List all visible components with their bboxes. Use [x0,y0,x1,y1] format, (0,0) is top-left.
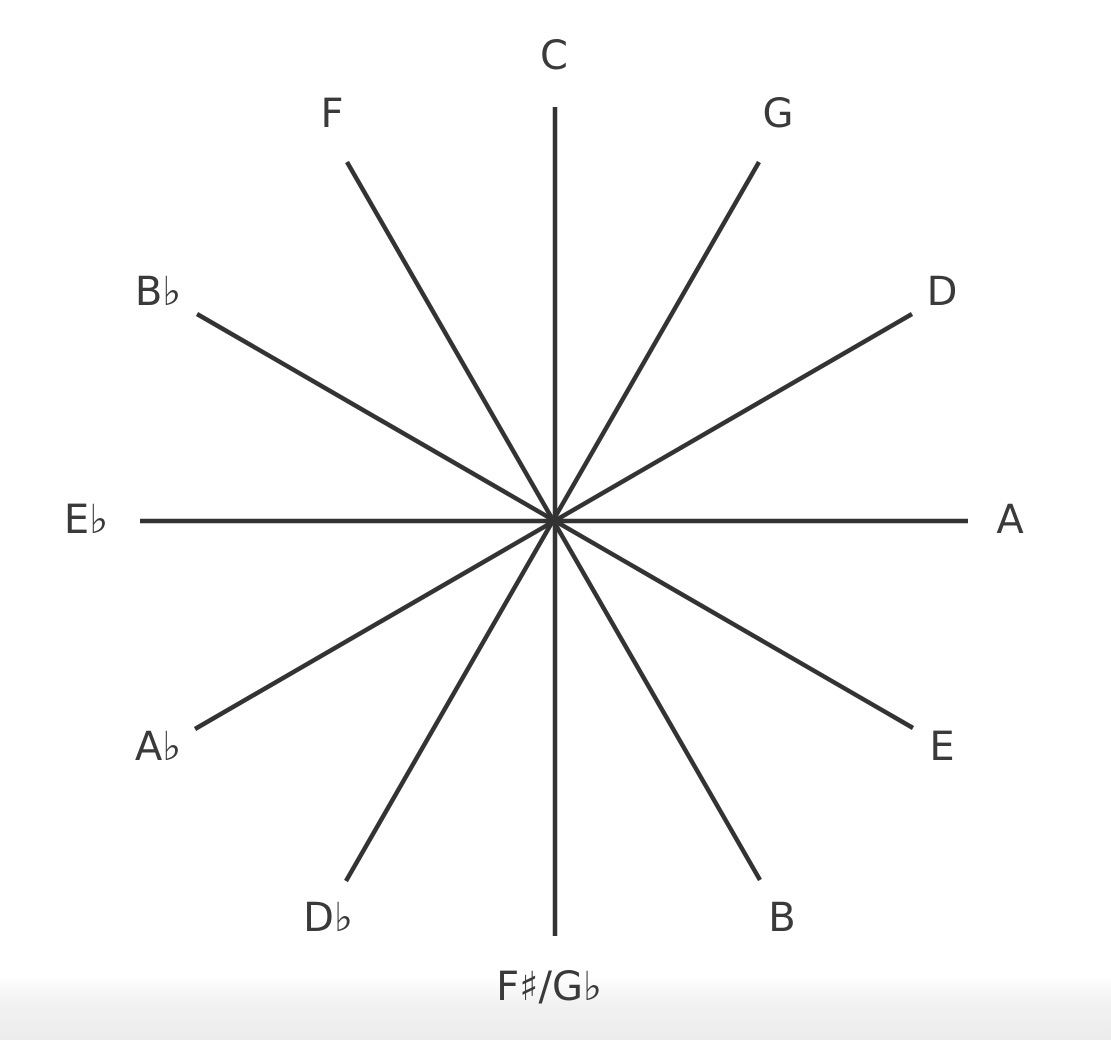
note-label-d: D [927,269,958,315]
note-label-e: E [929,724,954,770]
note-label-f-sharp-g-flat: F♯/G♭ [496,964,602,1010]
note-label-f: F [320,91,343,137]
note-label-a-flat: A♭ [135,724,181,770]
note-label-a: A [996,497,1024,543]
note-label-e-flat: E♭ [64,497,108,543]
note-label-b: B [768,895,795,941]
note-label-c: C [540,33,568,79]
center-hub [550,516,560,526]
note-label-b-flat: B♭ [135,269,181,315]
note-label-d-flat: D♭ [303,895,353,941]
note-label-g: G [763,91,794,137]
